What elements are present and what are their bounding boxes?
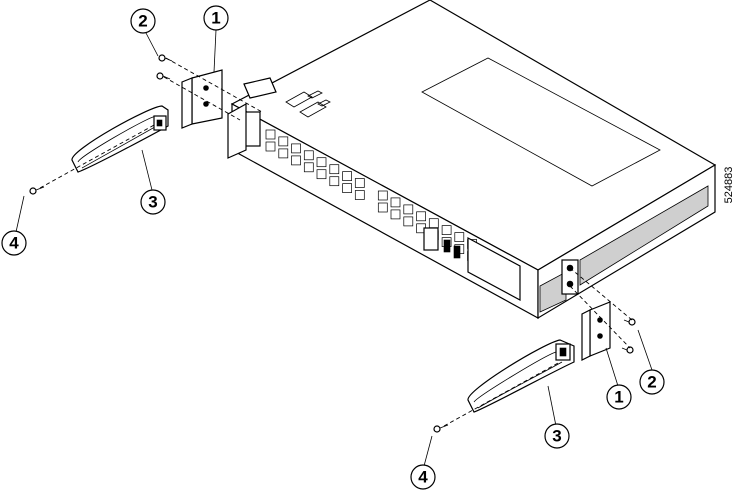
front-port [303,162,314,173]
front-port [342,171,352,181]
bracket-screws-top [156,54,173,80]
callout-4-top-label: 4 [9,234,19,253]
bottom-assembly [423,267,653,467]
front-port [377,202,388,213]
router-chassis [227,0,717,320]
front-led-a [443,239,451,253]
leader-2-bottom [637,329,653,371]
callout-1-bottom-label: 1 [614,388,623,407]
side-mount-hole-b [566,280,574,288]
handle-top [71,105,169,173]
front-port [454,232,465,242]
front-port [278,148,289,159]
chassis-top-marks [285,90,331,118]
front-port [265,141,276,152]
align-line-top-c [39,123,157,189]
side-mount-plate [561,259,579,295]
align-line-bottom-c [443,361,561,427]
callout-2-top-label: 2 [138,12,147,31]
callout-2-top: 2 [130,8,156,34]
leader-1-bottom [605,347,619,387]
callout-3-top-label: 3 [148,193,157,212]
front-port [403,216,414,227]
leader-3-bottom [547,385,557,427]
front-port [291,143,301,154]
callout-2-bottom: 2 [639,369,665,395]
align-line-bottom-b [569,285,631,349]
callout-4-top: 4 [1,230,27,256]
front-port [377,190,388,201]
front-led-b [453,245,461,259]
front-port [329,164,340,175]
front-port [428,218,439,229]
mounting-bracket-bottom [581,301,611,361]
leader-2-top [145,32,159,57]
chassis-top-panel [421,57,661,187]
front-port [303,150,314,161]
front-port [441,225,452,235]
front-port [329,176,340,187]
front-port [265,129,276,140]
front-port [278,136,289,147]
top-assembly [15,29,263,233]
front-usb-a [423,227,439,251]
callout-4-bottom-label: 4 [418,468,428,487]
front-port [416,211,426,222]
bracket-screws-bottom [621,318,636,354]
chassis-side-vent [579,185,709,286]
leader-3-top [141,149,153,191]
front-port [390,197,401,208]
figure-id-label: 524883 [723,167,735,204]
handle-screw-bottom [433,424,449,433]
front-module-right [467,236,521,302]
handle-bottom [467,339,575,413]
align-line-top-b [163,76,241,121]
chassis-top-ear [243,77,277,99]
front-port [390,209,401,220]
leader-4-top [15,195,25,233]
callout-1-bottom: 1 [606,384,632,410]
callout-3-bottom: 3 [544,423,570,449]
mounting-bracket-top [181,69,223,129]
front-port [354,178,365,188]
align-line-top-a [165,57,263,113]
callout-1-top-label: 1 [211,9,220,28]
front-port [316,169,327,180]
callout-4-bottom: 4 [410,464,436,490]
callout-2-bottom-label: 2 [647,373,656,392]
front-port [354,190,365,200]
callout-1-top: 1 [203,5,229,31]
callout-3-bottom-label: 3 [552,427,561,446]
callout-3-top: 3 [140,189,166,215]
front-port [403,204,414,215]
leader-1-top [213,29,217,73]
leader-4-bottom [423,435,433,467]
front-port [291,155,301,166]
front-port [342,183,352,193]
handle-screw-top [29,186,45,195]
chassis-left-ear [227,102,247,159]
front-port [316,157,327,168]
chassis-rear-vent [539,271,567,313]
